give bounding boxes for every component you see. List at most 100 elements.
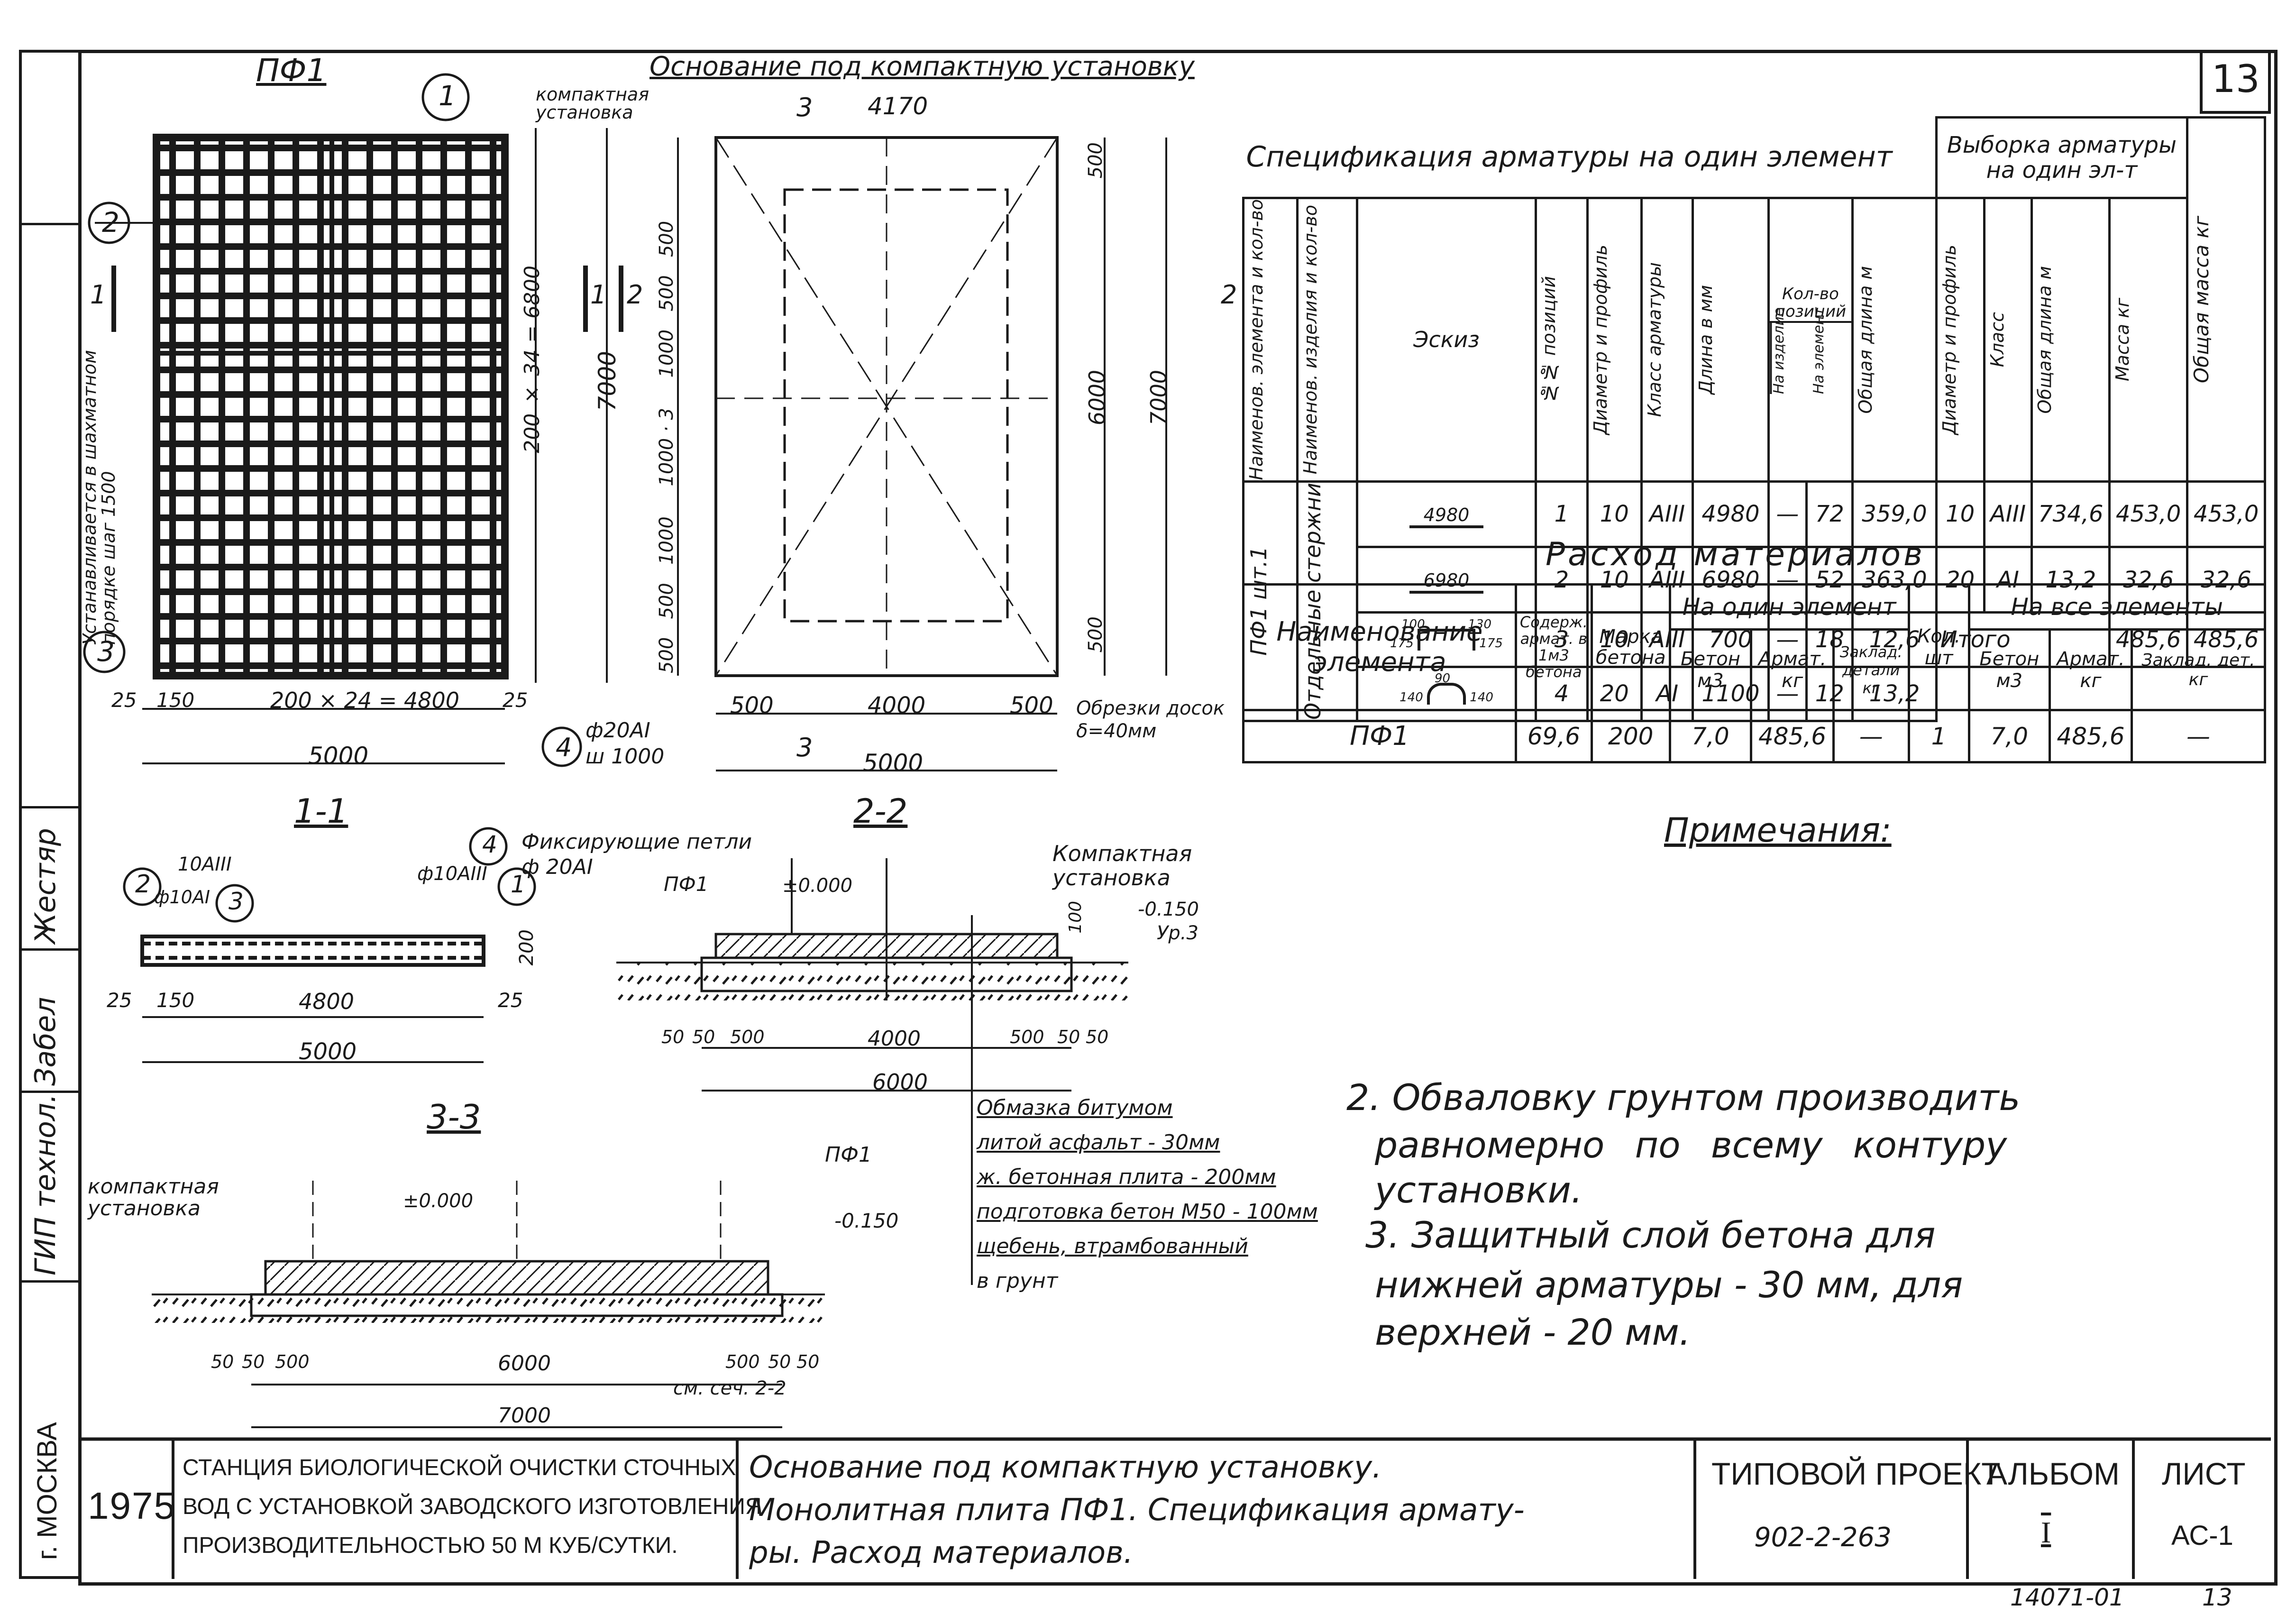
sec3-label-level: -0.150 xyxy=(834,1209,899,1232)
mat-r-content: 69,6 xyxy=(1514,709,1593,763)
spec-r1-qe: 72 xyxy=(1805,480,1854,549)
plan-dim-width-inner: 200 × 24 = 4800 xyxy=(270,688,459,713)
mat-r-concrete: 7,0 xyxy=(1668,709,1753,763)
pf1-mesh-plan xyxy=(83,73,623,767)
sec3-dim-500b: 500 xyxy=(725,1351,760,1372)
spec-h-total-mass: Общая масса кг xyxy=(2190,215,2214,383)
sec1-dim-4800: 4800 xyxy=(299,989,355,1014)
sec3-dim-500a: 500 xyxy=(275,1351,310,1372)
sec2-dim-500a: 500 xyxy=(730,1027,765,1047)
sec2-dim-50b: 50 xyxy=(692,1027,715,1047)
sec2-dim-500b: 500 xyxy=(1010,1027,1044,1047)
sec1-label-f10aiii: ф10АIII xyxy=(417,863,487,885)
sec1-label-10aiii: 10AIII xyxy=(178,853,232,875)
section-2-2 xyxy=(616,858,1128,1285)
sec1-label-3: 3 xyxy=(229,888,244,915)
tb-album-number: I xyxy=(2041,1515,2051,1549)
mat-r-embed: — xyxy=(1832,709,1910,763)
mat-h-rebar: Армат. кг xyxy=(1750,628,1835,711)
tb-sheet-title: Основание под компактную установку. Моно… xyxy=(749,1446,1525,1574)
sec3-dim-50b: 50 xyxy=(242,1351,265,1372)
note-line-5: нижней арматуры - 30 мм, для xyxy=(1375,1264,1963,1306)
spec-h-sel-diam: Диаметр и профиль xyxy=(1939,244,1960,435)
sec1-loops-note: Фиксирующие петли ф 20АI xyxy=(521,830,752,879)
spec-r1-qp: — xyxy=(1767,480,1808,549)
sec3-label-zero: ±0.000 xyxy=(403,1190,474,1212)
layer-3: ж. бетонная плита - 200мм xyxy=(977,1165,1276,1189)
plan-dim-edge-3: 25 xyxy=(503,688,528,712)
base-plan-dim-bottom-2: 4000 xyxy=(868,692,926,719)
mat-r-brand: 200 xyxy=(1590,709,1671,763)
pf1-plan-title: ПФ1 xyxy=(256,52,327,89)
base-plan-dim-bottom-1: 500 xyxy=(730,692,774,719)
tb-sheet-title-2: Монолитная плита ПФ1. Спецификация армат… xyxy=(749,1493,1525,1528)
sec2-dim-50a: 50 xyxy=(661,1027,685,1047)
plan-loop-note-1: ф20АI xyxy=(585,718,650,743)
sec2-label-zero: ±0.000 xyxy=(782,875,853,897)
spec-h-sel-length: Общая длина м xyxy=(2034,266,2056,414)
section-mark-1-right: 1 xyxy=(590,280,607,310)
sec2-dim-4000: 4000 xyxy=(868,1027,921,1051)
side-stamp xyxy=(19,50,82,1579)
tb-album-label: АЛЬБОМ xyxy=(1986,1456,2120,1491)
spec-h-qty-product: На изделие xyxy=(1770,308,1811,394)
plan-dim-height-inner: 200 × 34 = 6800 xyxy=(520,266,544,453)
section-mark-1-left: 1 xyxy=(90,280,107,310)
base-plan xyxy=(677,136,1167,771)
mat-h-concrete: Бетон м3 xyxy=(1668,628,1753,711)
callout-1: 1 xyxy=(439,80,456,112)
sheet-number-box xyxy=(2200,50,2271,114)
section-3-3-title: 3-3 xyxy=(427,1098,481,1137)
spec-r1-tl: 359,0 xyxy=(1851,480,1938,549)
sec3-dim-7000: 7000 xyxy=(498,1404,551,1428)
spec-h-total-length: Общая длина м xyxy=(1855,266,1876,414)
base-plan-dims-left: 500 500 1000 1000 · 3 1000 500 500 xyxy=(656,220,677,673)
base-plan-title: Основание под компактную установку xyxy=(649,51,1195,82)
side-stamp-lines xyxy=(19,223,82,225)
sec1-dim-150: 150 xyxy=(156,989,195,1012)
spec-r1-len: 4980 xyxy=(1692,480,1770,549)
section-2-2-title: 2-2 xyxy=(853,792,908,831)
layer-list: Обмазка битумом литой асфальт - 30мм ж. … xyxy=(977,1091,1318,1298)
materials-title: Расход материалов xyxy=(1546,536,1926,573)
sec3-dim-50c: 50 xyxy=(768,1351,791,1372)
mat-h-embed: Заклад. детали кг xyxy=(1832,628,1910,711)
sec1-label-1: 1 xyxy=(511,871,526,898)
mat-r-embed2: — xyxy=(2130,709,2267,763)
tb-station-line-2: ВОД С УСТАНОВКОЙ ЗАВОДСКОГО ИЗГОТОВЛЕНИЯ xyxy=(183,1494,762,1519)
sec1-dim-5000: 5000 xyxy=(299,1038,357,1065)
spec-r1-d: 10 xyxy=(1586,480,1643,549)
layer-4: подготовка бетон М50 - 100мм xyxy=(977,1200,1318,1224)
spec-r1-tm: 453,0 xyxy=(2186,480,2266,549)
mat-r-rebar2: 485,6 xyxy=(2049,709,2133,763)
sketch-bar-1: 4980 xyxy=(1409,505,1484,528)
section-1-1 xyxy=(123,827,536,1063)
spec-h-diam: Диаметр и профиль xyxy=(1590,244,1611,435)
mat-h-content: Содерж. армат. в 1м3 бетона xyxy=(1514,583,1593,711)
sec3-label-unit: компактная установка xyxy=(88,1174,219,1221)
sec3-dim-50a: 50 xyxy=(211,1351,234,1372)
sec1-dim-25-right: 25 xyxy=(498,989,523,1012)
layer-2: литой асфальт - 30мм xyxy=(977,1130,1220,1155)
section-1-1-title: 1-1 xyxy=(294,792,348,831)
base-plan-section-bottom: 3 xyxy=(796,733,813,762)
layer-6: в грунт xyxy=(977,1269,1058,1293)
mat-h-qty: Кол. шт xyxy=(1907,583,1970,711)
spec-r1-pos: 1 xyxy=(1535,480,1589,549)
section-mark-2-right: 2 xyxy=(1221,280,1237,310)
tb-list-label: ЛИСТ xyxy=(2162,1456,2246,1491)
sec3-dim-50d: 50 xyxy=(796,1351,820,1372)
sec2-label-ur: Ур.3 xyxy=(1157,922,1198,944)
spec-h-qty-element: На элемент xyxy=(1810,307,1827,394)
section-3-3 xyxy=(152,1181,825,1428)
spec-h-sel-class: Класс xyxy=(1986,312,2008,367)
sec2-label-100: 100 xyxy=(1066,901,1085,934)
spec-r1-sc: AIII xyxy=(1983,480,2033,549)
plan-install-note: Устанавливается в шахматном порядке шаг … xyxy=(79,350,119,645)
plan-dim-height-total: 7000 xyxy=(594,351,621,412)
note-line-6: верхней - 20 мм. xyxy=(1375,1311,1691,1353)
spec-title: Спецификация арматуры на один элемент xyxy=(1243,117,1938,199)
sec2-dim-50c: 50 xyxy=(1057,1027,1080,1047)
note-line-4: 3. Защитный слой бетона для xyxy=(1365,1214,1936,1256)
